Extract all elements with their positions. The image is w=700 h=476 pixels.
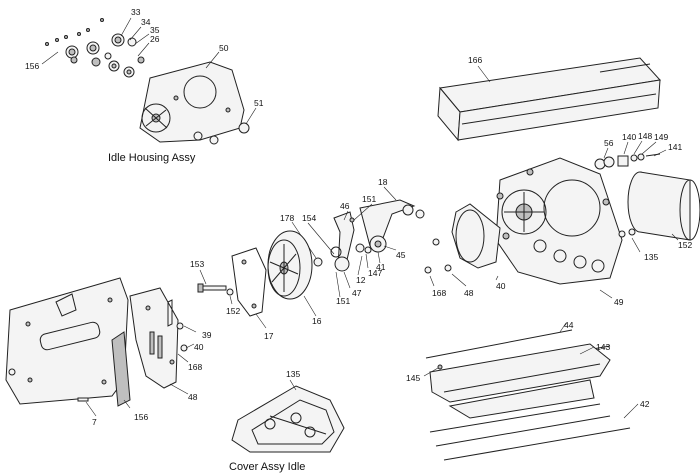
callout-40: 40 [194,342,204,352]
shaft-parts: 56 140 148 149 141 [594,131,682,170]
wheel-16: 16 [267,230,322,326]
callout-148: 148 [638,131,652,141]
callout-7: 44 [564,320,574,330]
callout-151-top: 151 [362,194,376,204]
main-housing-42: 49 [495,157,624,307]
small-fasteners-right: 168 48 135 [415,209,658,298]
callout-166: 166 [468,55,482,65]
callout-43: 152 [678,240,692,250]
callout-39: 39 [202,330,212,340]
callout-45: 45 [396,250,406,260]
callout-154: 154 [302,213,316,223]
callout-178: 178 [280,213,294,223]
callout-156-top: 156 [25,61,39,71]
callout-151-bottom: 151 [336,296,350,306]
cover-plate-49: 156 7 [5,277,148,427]
callout-153: 153 [190,259,204,269]
callout-56: 56 [604,138,614,148]
idle-housing-assy-group: 33 34 35 26 50 156 51 Idle Housing Assy [25,7,264,164]
callout-49: 156 [134,412,148,422]
callout-47: 47 [352,288,362,298]
duct-166: 166 [437,55,661,142]
callout-141: 141 [668,142,682,152]
callout-12: 12 [356,275,366,285]
callout-26: 26 [150,34,160,44]
callout-182: 145 [406,373,420,383]
cover-assy-idle-caption: Cover Assy Idle [229,461,305,473]
callout-137: 143 [596,342,610,352]
callout-16: 16 [312,316,322,326]
callout-152-left: 7 [92,417,97,427]
bracket-48: 39 40 168 48 [129,287,212,402]
callout-143: 168 [432,288,446,298]
callout-33: 33 [131,7,141,17]
callout-145: 48 [464,288,474,298]
callout-34: 34 [141,17,151,27]
callout-48: 48 [188,392,198,402]
callout-152-mid: 152 [226,306,240,316]
callout-leaders [41,17,257,125]
idle-housing-body [139,61,250,145]
callout-156-right: 135 [644,252,658,262]
callout-44: 40 [496,281,506,291]
callout-147: 147 [368,268,382,278]
cover-assy-idle: 135 Cover Assy Idle [229,369,345,473]
callout-41: 41 [376,262,386,272]
callout-140: 140 [622,132,636,142]
callout-18: 18 [378,177,388,187]
callout-135: 135 [286,369,300,379]
ring-43: 152 [627,171,700,250]
callout-46: 46 [340,201,350,211]
callout-181: 42 [640,399,650,409]
callout-35: 35 [150,25,160,35]
callout-168: 168 [188,362,202,372]
callout-50: 50 [219,43,229,53]
bolt-153: 153 152 [190,259,240,316]
callout-51: 51 [254,98,264,108]
bearing-set [45,18,145,78]
callout-42: 49 [614,297,624,307]
tension-arm-parts: 18 46 151 178 154 41 45 12 147 47 151 [280,177,416,306]
gasket-17: 17 [231,247,274,341]
callout-149: 149 [654,132,668,142]
idle-housing-assy-caption: Idle Housing Assy [108,152,196,164]
cone-44: 40 [451,203,506,291]
callout-17: 17 [264,331,274,341]
rails-group: 44 143 145 42 [406,320,650,461]
